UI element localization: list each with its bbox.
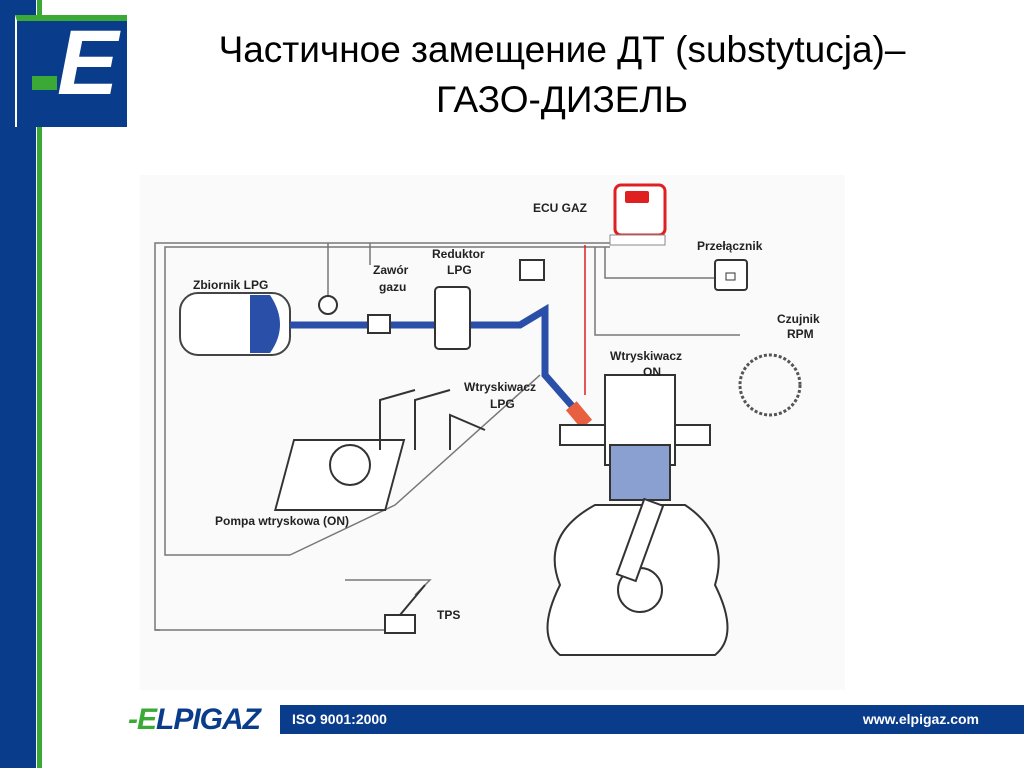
left-sidebar-bar (0, 0, 36, 768)
gauge (318, 295, 338, 315)
iso-certification: ISO 9001:2000 (292, 711, 387, 727)
slide-title: Частичное замещение ДТ (substytucja)– ГА… (100, 25, 1024, 125)
label-injector-lpg-1: Wtryskiwacz (464, 380, 536, 394)
lpg-injector (565, 401, 593, 429)
lpg-tank (179, 292, 291, 356)
elpigaz-footer-logo: -ELPIGAZ (128, 703, 261, 737)
gas-pipe (290, 303, 583, 418)
label-rpm-2: RPM (787, 327, 814, 341)
ecu-gaz-unit (609, 183, 667, 246)
footer-logo-prefix: -E (128, 703, 157, 736)
gas-valve (367, 314, 391, 334)
logo-dash (32, 76, 57, 90)
footer-bar: ISO 9001:2000 www.elpigaz.com (280, 705, 1024, 734)
label-pump: Pompa wtryskowa (ON) (215, 514, 349, 528)
label-tank: Zbiornik LPG (193, 278, 268, 292)
dual-fuel-system-diagram: ECU GAZ Przełącznik Reduktor LPG Zawór g… (140, 175, 845, 690)
logo-letter: E (57, 12, 119, 114)
rpm-sensor (738, 353, 802, 417)
wiring (154, 242, 740, 631)
engine (546, 374, 729, 656)
label-switch: Przełącznik (697, 239, 763, 253)
label-valve-2: gazu (379, 280, 406, 294)
label-reducer-1: Reduktor (432, 247, 485, 261)
injection-pump (273, 389, 486, 511)
reducer (434, 286, 471, 350)
website-link[interactable]: www.elpigaz.com (862, 711, 979, 727)
label-reducer-2: LPG (447, 263, 472, 277)
label-valve-1: Zawór (373, 263, 409, 277)
label-ecu-gaz: ECU GAZ (533, 201, 587, 215)
slide-title-line2: ГАЗО-ДИЗЕЛЬ (435, 79, 689, 120)
label-injector-on-1: Wtryskiwacz (610, 349, 682, 363)
slide-title-line1: Частичное замещение ДТ (substytucja)– (218, 29, 906, 70)
label-injector-lpg-2: LPG (490, 397, 515, 411)
tps-sensor (384, 584, 426, 634)
label-injector-on-2: ON (643, 365, 661, 379)
switch-device (714, 259, 748, 291)
label-tps: TPS (437, 608, 460, 622)
footer-logo-name: LPIGAZ (156, 703, 261, 736)
label-rpm-1: Czujnik (777, 312, 820, 326)
map-sensor (519, 259, 545, 281)
elpigaz-logo-mark: E (15, 15, 127, 127)
left-green-stripe (37, 0, 42, 768)
